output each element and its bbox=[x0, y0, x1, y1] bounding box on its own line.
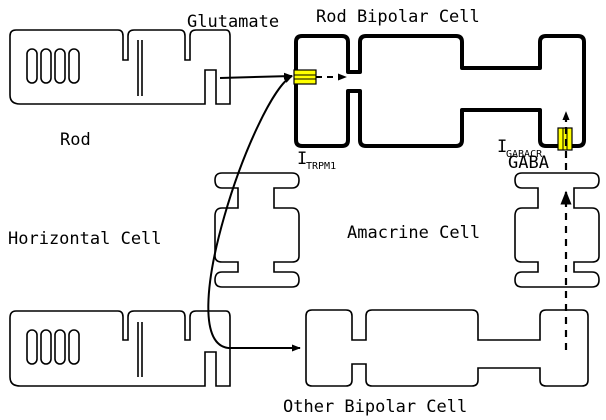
rod-cell bbox=[10, 30, 230, 104]
trpm1-current-label: I TRPM1 bbox=[297, 149, 336, 172]
amacrine-cell-label: Amacrine Cell bbox=[347, 223, 480, 243]
horizontal-cell bbox=[215, 173, 299, 287]
bottom-photoreceptor-to-rod-bipolar-arrow bbox=[208, 76, 292, 348]
bottom-photoreceptor bbox=[10, 311, 230, 386]
horizontal-cell-label: Horizontal Cell bbox=[8, 229, 162, 249]
rod-label: Rod bbox=[60, 130, 91, 150]
trpm1-channel bbox=[294, 70, 316, 84]
gabacr-current-label: I GABACR bbox=[497, 137, 543, 160]
other-bipolar-cell-label: Other Bipolar Cell bbox=[283, 397, 467, 417]
rod-bipolar-cell bbox=[296, 36, 584, 146]
svg-text:TRPM1: TRPM1 bbox=[306, 161, 336, 172]
rod-bipolar-cell-label: Rod Bipolar Cell bbox=[316, 7, 480, 27]
svg-text:GABACR: GABACR bbox=[506, 149, 543, 160]
rod-disc-stack bbox=[27, 49, 79, 83]
other-bipolar-cell bbox=[306, 310, 588, 386]
glutamate-label: Glutamate bbox=[187, 12, 279, 32]
bottom-disc-stack bbox=[27, 330, 79, 364]
amacrine-cell bbox=[515, 173, 599, 287]
